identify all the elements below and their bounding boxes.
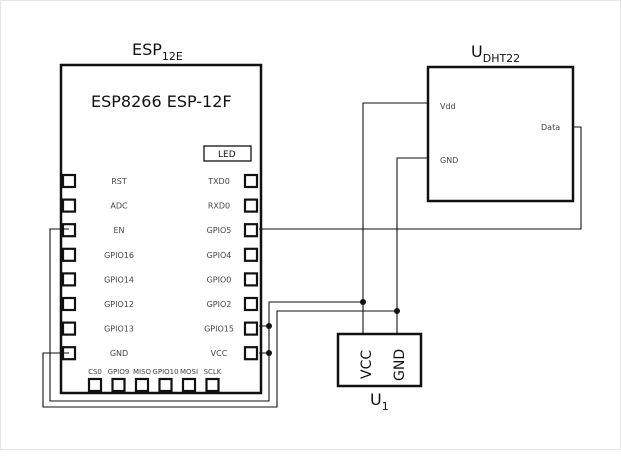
pin-pad-gpio9 [111,377,126,393]
pin-pad-txd0 [243,173,259,189]
pin-label-gpio9: GPIO9 [108,368,130,376]
pin-label-rst: RST [111,177,127,186]
pin-label-gpio15: GPIO15 [204,325,234,334]
pin-pad-gpio14 [61,272,77,287]
pin-label-sclk: SCLK [204,368,222,376]
pin-pad-rst [61,173,77,189]
wire-vdd [362,102,428,334]
pin-pad-mosi [181,377,197,393]
pin-pad-gpio15 [243,321,259,336]
dht22-pin-vdd: Vdd [440,102,456,111]
dht22-pin-gnd: GND [440,156,458,165]
pin-pad-gpio12 [61,296,77,312]
led-box [203,145,252,162]
esp-title: ESP12E [132,40,183,63]
esp-body [59,63,263,395]
wire-gnd [396,157,428,334]
supply-title: U1 [370,390,389,413]
pin-label-gpio4: GPIO4 [207,251,232,260]
led-label: LED [218,150,236,160]
pin-pad-vcc [243,346,259,361]
dht22-module[interactable]: UDHT22 Vdd GND Data [426,42,575,203]
pin-label-cs0: CS0 [88,368,102,376]
pin-label-mosi: MOSI [180,368,198,376]
dht22-pin-data: Data [541,123,560,132]
supply-module[interactable]: U1 VCC GND [336,332,423,413]
junction-vcc-pin [266,350,272,356]
supply-pin-gnd: GND [392,349,408,381]
pin-label-gpio0: GPIO0 [207,275,232,284]
pin-label-txd0: TXD0 [207,177,230,186]
pin-pad-en [61,223,77,238]
wires [42,102,582,408]
pin-pad-gpio4 [243,247,259,262]
pin-pad-adc [61,198,77,213]
pin-pad-gpio13 [61,321,77,336]
pin-label-gnd: GND [110,349,128,358]
pin-pad-rxd0 [243,198,259,213]
pin-pad-gpio0 [243,272,259,287]
pin-pad-gpio2 [243,296,259,312]
pin-label-gpio5: GPIO5 [207,226,232,235]
pin-label-vcc: VCC [211,349,228,358]
pin-label-gpio10: GPIO10 [152,368,178,376]
supply-body [336,332,423,388]
esp-model-label: ESP8266 ESP-12F [91,92,232,111]
pin-label-miso: MISO [133,368,152,376]
dht22-title: UDHT22 [471,42,520,65]
pin-pad-cs0 [87,377,103,393]
pin-label-gpio12: GPIO12 [104,300,134,309]
pin-label-rxd0: RXD0 [208,202,230,211]
wire-gnd-loop [42,310,397,408]
pin-pad-gpio10 [158,377,173,393]
pin-pad-miso [134,377,150,393]
pin-pad-gpio5 [243,223,259,238]
supply-pin-vcc: VCC [359,350,375,379]
junctions [266,299,400,356]
esp-module[interactable]: ESP12E ESP8266 ESP-12F LED [59,40,263,395]
pin-label-en: EN [113,226,124,235]
wire-en-loop [49,228,270,402]
pin-label-gpio14: GPIO14 [104,275,134,284]
junction-gpio15 [266,323,272,329]
dht22-body [426,65,575,203]
pin-label-gpio16: GPIO16 [104,251,134,260]
pin-label-adc: ADC [110,202,128,211]
junction-gnd [394,308,400,314]
pin-pad-sclk [205,377,220,393]
wire-gpio15-vcc [259,301,363,327]
pin-label-gpio2: GPIO2 [207,300,232,309]
junction-vcc [360,299,366,305]
pin-label-gpio13: GPIO13 [104,325,134,334]
pin-pad-gpio16 [61,247,77,262]
wire-gpio5-data [259,126,582,230]
